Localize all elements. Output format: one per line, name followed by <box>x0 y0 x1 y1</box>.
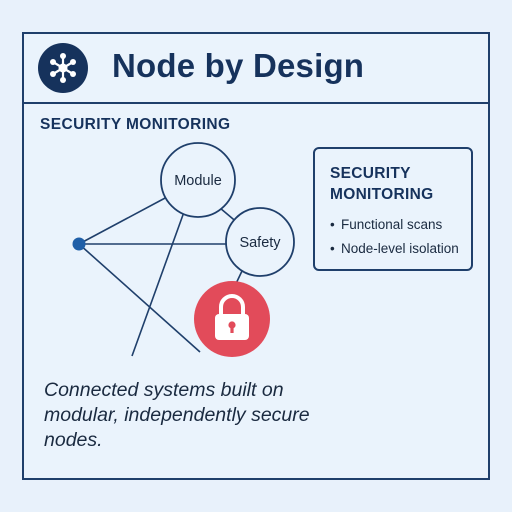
list-item-text: Functional scans <box>341 217 443 232</box>
safety-node-label: Safety <box>239 235 281 251</box>
module-node-label: Module <box>174 173 222 189</box>
list-item-text: Node-level isolation <box>341 241 459 256</box>
content-frame: Node by Design SECURITY MONITORING Modul… <box>22 32 490 480</box>
edge-module-down <box>131 211 185 357</box>
padlock-icon <box>194 281 270 357</box>
list-item: • Node-level isolation <box>330 237 459 261</box>
edge-hub-module <box>78 196 168 245</box>
header: Node by Design <box>24 34 488 104</box>
safety-node: Safety <box>225 207 295 277</box>
network-nodes-icon <box>38 43 88 93</box>
edge-hub-lock <box>78 243 201 353</box>
security-card: SECURITY MONITORING • Functional scans • N… <box>313 147 473 271</box>
caption: Connected systems built on modular, inde… <box>44 379 310 451</box>
hub-dot <box>72 237 86 251</box>
card-list: • Functional scans • Node-level isolation <box>330 213 459 261</box>
node-diagram: Module Safety <box>72 142 295 357</box>
page-title: Node by Design <box>112 47 365 84</box>
card-title: SECURITY MONITORING <box>330 165 434 203</box>
bullet: • <box>330 241 335 256</box>
list-item: • Functional scans <box>330 213 459 237</box>
module-node: Module <box>160 142 236 218</box>
bullet: • <box>330 217 335 232</box>
section-label: SECURITY MONITORING <box>40 116 231 133</box>
